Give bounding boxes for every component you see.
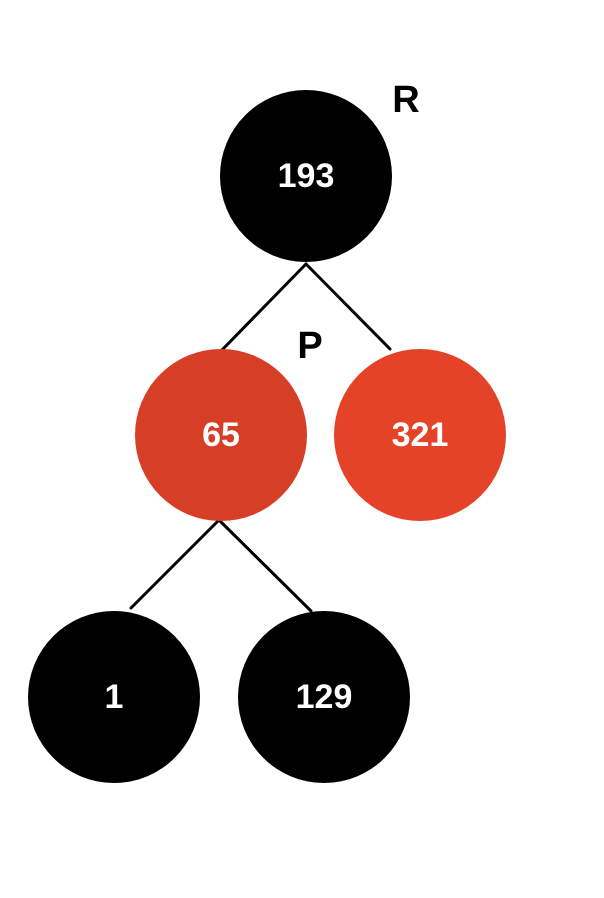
tree-node-193: 193 — [220, 90, 392, 262]
tree-node-129: 129 — [238, 611, 410, 783]
tree-node-321: 321 — [334, 349, 506, 521]
node-value: 1 — [105, 678, 124, 716]
node-value: 193 — [278, 157, 335, 195]
edge-65-1 — [129, 518, 221, 610]
node-circle — [334, 349, 506, 521]
node-circle — [28, 611, 200, 783]
root-marker-label: R — [392, 79, 419, 121]
tree-node-1: 1 — [28, 611, 200, 783]
edge-193-321 — [304, 262, 392, 351]
edge-193-65 — [219, 262, 308, 353]
edge-65-129 — [217, 518, 313, 613]
parent-marker-label: P — [297, 325, 322, 367]
tree-node-65: 65 — [135, 349, 307, 521]
node-circle — [238, 611, 410, 783]
node-value: 129 — [296, 678, 353, 716]
node-value: 65 — [202, 416, 240, 454]
node-circle — [220, 90, 392, 262]
node-value: 321 — [392, 416, 449, 454]
node-circle — [135, 349, 307, 521]
